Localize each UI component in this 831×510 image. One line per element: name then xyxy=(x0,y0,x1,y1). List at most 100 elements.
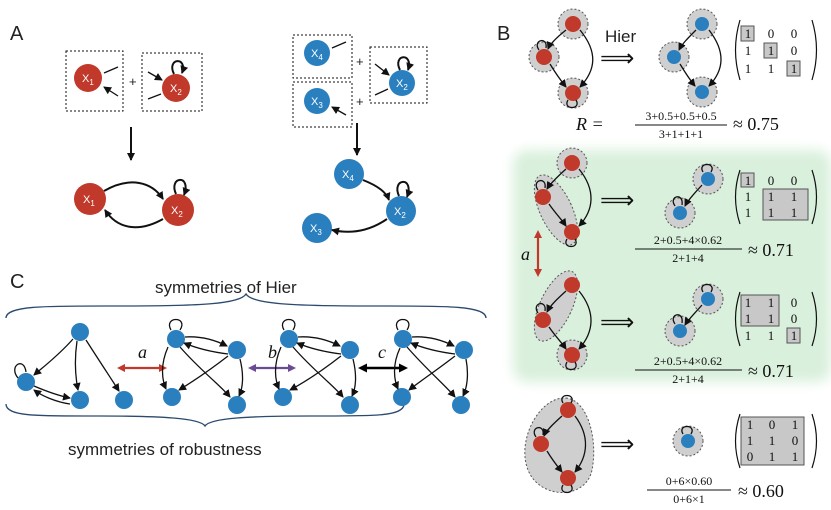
panel-label-a: A xyxy=(10,23,24,45)
matrix-cell: 1 xyxy=(745,295,752,310)
implies-arrow: ⟹ xyxy=(600,310,634,336)
edge-stub-in xyxy=(374,63,390,76)
matrix-cell: 1 xyxy=(768,328,775,343)
brace-top xyxy=(5,292,487,319)
node xyxy=(341,341,359,359)
edge-stub-in xyxy=(147,71,163,81)
self-loop xyxy=(396,181,414,198)
node-x2-label: X2 xyxy=(396,78,408,92)
matrix-cell: 1 xyxy=(791,189,798,204)
self-loop xyxy=(397,56,415,71)
edge xyxy=(410,341,456,355)
symmetry-a-label: a xyxy=(521,244,530,264)
plus-sign: + xyxy=(129,74,137,89)
brace-bottom xyxy=(5,403,405,428)
self-loop xyxy=(168,318,183,331)
edge-stub xyxy=(374,88,389,96)
matrix-cell: 1 xyxy=(747,417,754,432)
edge xyxy=(297,336,341,347)
formula-numerator: 2+0.5+4×0.62 xyxy=(654,354,722,368)
formula-a2: 2+0.5+4×0.62 2+1+4 ≈ 0.71 xyxy=(635,354,794,386)
matrix-2: 1 0 0 1 1 1 1 1 1 xyxy=(734,169,818,225)
self-loop xyxy=(701,163,713,173)
edge xyxy=(272,346,282,390)
node xyxy=(535,312,551,328)
matrix-cell: 0 xyxy=(769,417,776,432)
edge xyxy=(546,29,567,50)
caption-symmetries-robustness: symmetries of robustness xyxy=(68,440,262,459)
hier-label: Hier xyxy=(605,27,637,46)
node-x3 xyxy=(304,88,330,114)
self-loop xyxy=(561,394,573,404)
edge-x2-x1 xyxy=(104,209,164,229)
motif-box-x1 xyxy=(65,50,124,112)
edge xyxy=(178,355,229,391)
node xyxy=(695,17,709,31)
matrix-highlight xyxy=(762,188,809,221)
node-x4-combined xyxy=(334,159,364,189)
graph-c3 xyxy=(272,318,359,414)
edge-x4-x2 xyxy=(362,179,391,201)
matrix-cell: 1 xyxy=(768,311,775,326)
matrix-highlight xyxy=(740,25,755,42)
node xyxy=(455,341,473,359)
bracket-left xyxy=(734,413,741,469)
node xyxy=(115,391,133,409)
node xyxy=(565,16,581,32)
node xyxy=(701,292,715,306)
edge xyxy=(391,347,401,390)
edge xyxy=(578,168,592,227)
formula-lhs: R = xyxy=(575,114,604,134)
plus-sign: + xyxy=(356,54,364,69)
self-loop xyxy=(672,196,683,207)
matrix-cell: 1 xyxy=(745,61,752,76)
matrix-cell: 0 xyxy=(791,173,798,188)
node xyxy=(535,189,551,205)
motif-box-x3 xyxy=(292,81,353,128)
node xyxy=(533,436,549,452)
edge-stub-in xyxy=(331,106,347,116)
node xyxy=(564,347,580,363)
self-loop xyxy=(566,99,578,109)
formula-numerator: 2+0.5+4×0.62 xyxy=(654,233,722,247)
motif-box-x4 xyxy=(292,34,353,79)
node-x3-label: X3 xyxy=(311,96,323,110)
edge xyxy=(406,346,456,398)
node xyxy=(71,323,89,341)
node xyxy=(667,50,681,64)
node xyxy=(452,396,470,414)
edge-x1-x2 xyxy=(103,181,164,200)
symmetry-a-label: a xyxy=(138,342,147,362)
formula-approx: ≈ 0.75 xyxy=(733,114,779,134)
edge xyxy=(679,63,696,87)
node-x4-label: X4 xyxy=(311,48,323,62)
edge xyxy=(85,339,120,392)
node-x1 xyxy=(74,64,102,92)
matrix-cell: 1 xyxy=(745,311,752,326)
edge xyxy=(33,389,71,405)
node-x3-combined xyxy=(302,213,332,243)
motif-box-x2 xyxy=(369,46,428,104)
self-loop xyxy=(681,425,693,435)
node xyxy=(163,388,181,406)
node xyxy=(280,330,298,348)
caption-symmetries-hier: symmetries of Hier xyxy=(155,278,297,297)
bracket-left xyxy=(734,19,741,81)
matrix-cell: 1 xyxy=(747,433,754,448)
formula-numerator: 3+0.5+0.5+0.5 xyxy=(645,109,716,123)
edge xyxy=(408,355,456,391)
symmetry-b-label: b xyxy=(268,342,277,362)
node xyxy=(695,85,709,99)
bracket-right xyxy=(811,413,818,469)
node xyxy=(564,277,580,293)
node xyxy=(228,396,246,414)
self-loop xyxy=(171,60,189,75)
matrix-cell: 1 xyxy=(768,205,775,220)
matrix-highlight xyxy=(786,327,801,344)
node xyxy=(393,388,411,406)
matrix-cell: 1 xyxy=(791,61,798,76)
node xyxy=(565,85,581,101)
edge-stub xyxy=(331,41,347,49)
self-loop xyxy=(395,318,410,331)
